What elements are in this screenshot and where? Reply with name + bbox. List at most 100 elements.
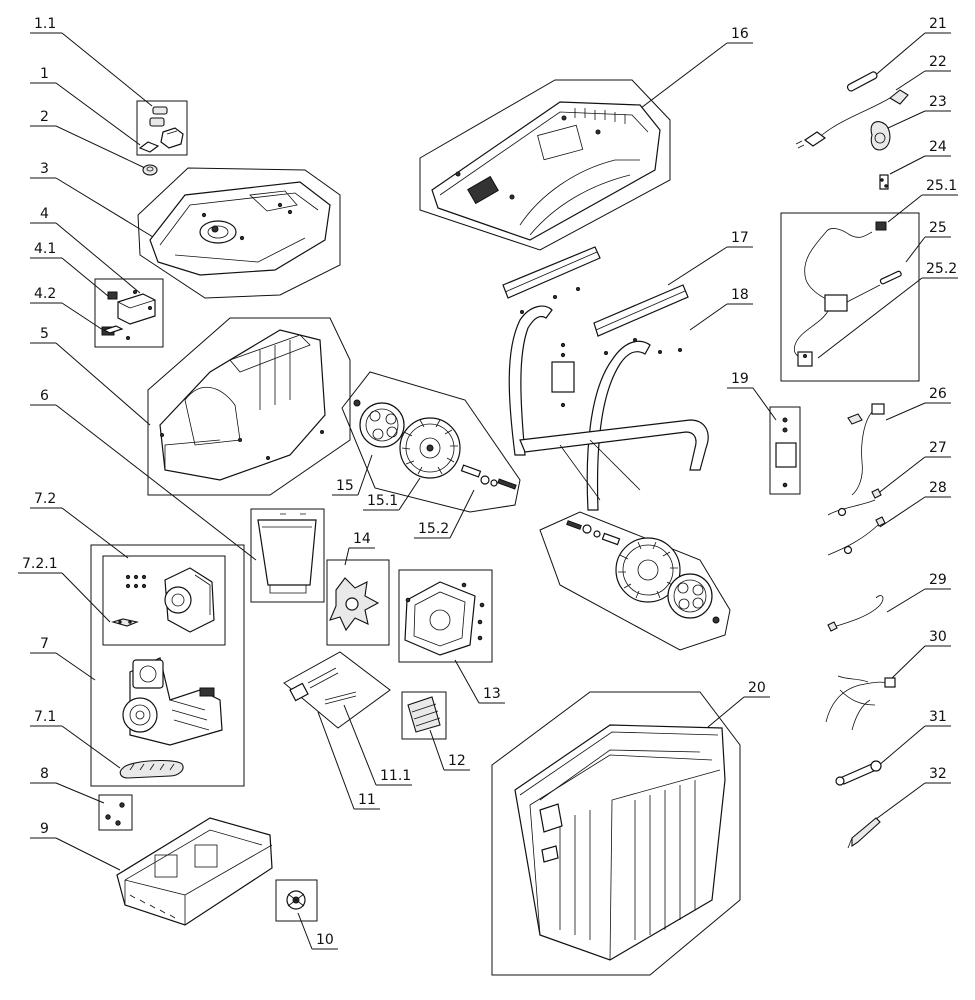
svg-text:7.1: 7.1 <box>34 709 56 725</box>
callout-4: 4 <box>30 206 141 294</box>
callout-26: 26 <box>885 386 951 421</box>
svg-text:4: 4 <box>40 206 49 222</box>
frame-housing <box>147 317 351 496</box>
control-panel-part <box>404 581 485 656</box>
frame-wiring-kit <box>780 212 920 382</box>
frame-tube-part <box>508 305 709 511</box>
base-tray-part <box>116 817 273 926</box>
callout-31: 31 <box>877 709 951 767</box>
top-cover-part <box>149 181 331 276</box>
svg-text:7: 7 <box>40 636 49 652</box>
drain-parts <box>289 667 357 705</box>
frame-control-panel <box>398 569 493 663</box>
callout-24: 24 <box>889 139 951 175</box>
svg-text:12: 12 <box>448 753 466 769</box>
callout-4.2: 4.2 <box>30 286 104 331</box>
filter-bucket-part <box>257 513 317 594</box>
callout-12: 12 <box>429 729 470 771</box>
harness-26-part <box>847 403 885 496</box>
bracket-upper-part <box>502 246 601 314</box>
frame-impeller <box>326 559 390 646</box>
harness-28-part <box>827 516 886 556</box>
callout-23: 23 <box>887 94 951 129</box>
svg-text:20: 20 <box>748 680 766 696</box>
svg-text:1: 1 <box>40 66 49 82</box>
svg-text:10: 10 <box>316 932 334 948</box>
svg-text:32: 32 <box>929 766 947 782</box>
callout-14: 14 <box>344 531 375 566</box>
svg-text:1.1: 1.1 <box>34 16 56 32</box>
svg-text:23: 23 <box>929 94 947 110</box>
svg-text:8: 8 <box>40 766 49 782</box>
wheel-left-assembly <box>353 399 517 490</box>
rocker-switch-part <box>138 106 184 153</box>
svg-text:15: 15 <box>336 478 354 494</box>
svg-text:26: 26 <box>929 386 947 402</box>
harness-30-part <box>825 675 896 731</box>
svg-text:7.2.1: 7.2.1 <box>22 556 58 572</box>
callout-25.2: 25.2 <box>817 261 958 359</box>
svg-text:31: 31 <box>929 709 947 725</box>
callout-5: 5 <box>30 326 151 426</box>
svg-text:2: 2 <box>40 109 49 125</box>
callout-11: 11 <box>317 711 380 810</box>
cable-29-part <box>827 595 884 632</box>
frame-top-lid <box>419 79 671 251</box>
wiring-kit-part <box>793 221 902 367</box>
svg-text:22: 22 <box>929 54 947 70</box>
callout-6: 6 <box>30 388 257 561</box>
callout-1.1: 1.1 <box>30 16 153 107</box>
callout-19: 19 <box>727 371 777 421</box>
callout-7.1: 7.1 <box>30 709 121 769</box>
svg-text:5: 5 <box>40 326 49 342</box>
svg-text:18: 18 <box>731 287 749 303</box>
screws-part <box>105 802 125 826</box>
svg-text:21: 21 <box>929 16 947 32</box>
wrench-31-part <box>835 760 882 786</box>
callout-1: 1 <box>30 66 141 146</box>
callout-25: 25 <box>905 220 951 263</box>
callout-15.2: 15.2 <box>414 489 475 539</box>
frame-relay-box <box>94 278 164 348</box>
frame-foot-parts <box>769 406 801 495</box>
svg-text:25.2: 25.2 <box>926 261 957 277</box>
svg-text:13: 13 <box>483 686 501 702</box>
callout-20: 20 <box>707 680 770 728</box>
hex-key-32-part <box>847 817 881 849</box>
svg-text:6: 6 <box>40 388 49 404</box>
foot-block-part <box>551 342 575 408</box>
callout-29: 29 <box>886 572 951 613</box>
callout-27: 27 <box>875 440 951 496</box>
callout-10: 10 <box>297 912 338 950</box>
svg-text:17: 17 <box>731 230 749 246</box>
callout-25.1: 25.1 <box>887 178 958 223</box>
callout-15.1: 15.1 <box>363 477 421 511</box>
callout-32: 32 <box>871 766 951 823</box>
callout-21: 21 <box>871 16 951 79</box>
svg-text:30: 30 <box>929 629 947 645</box>
svg-text:15.2: 15.2 <box>418 521 449 537</box>
callout-2: 2 <box>30 109 146 169</box>
callout-4.1: 4.1 <box>30 241 109 297</box>
svg-text:11.1: 11.1 <box>380 768 411 784</box>
svg-text:19: 19 <box>731 371 749 387</box>
small-parts-24 <box>879 174 889 190</box>
grille-part <box>407 696 441 733</box>
callout-3: 3 <box>30 161 159 241</box>
svg-text:7.2: 7.2 <box>34 491 56 507</box>
svg-text:11: 11 <box>358 792 376 808</box>
callout-22: 22 <box>895 54 951 91</box>
svg-text:14: 14 <box>353 531 371 547</box>
foot-parts-19 <box>775 417 797 488</box>
frame-axle-left <box>341 371 521 513</box>
svg-text:28: 28 <box>929 480 947 496</box>
svg-text:25: 25 <box>929 220 947 236</box>
harness-27-part <box>827 488 882 517</box>
power-cord-part <box>795 89 909 149</box>
frame-filter <box>250 508 325 603</box>
relay-box-part <box>101 290 156 340</box>
callout-7.2: 7.2 <box>30 491 129 559</box>
svg-text:4.1: 4.1 <box>34 241 56 257</box>
callout-13: 13 <box>454 659 505 704</box>
